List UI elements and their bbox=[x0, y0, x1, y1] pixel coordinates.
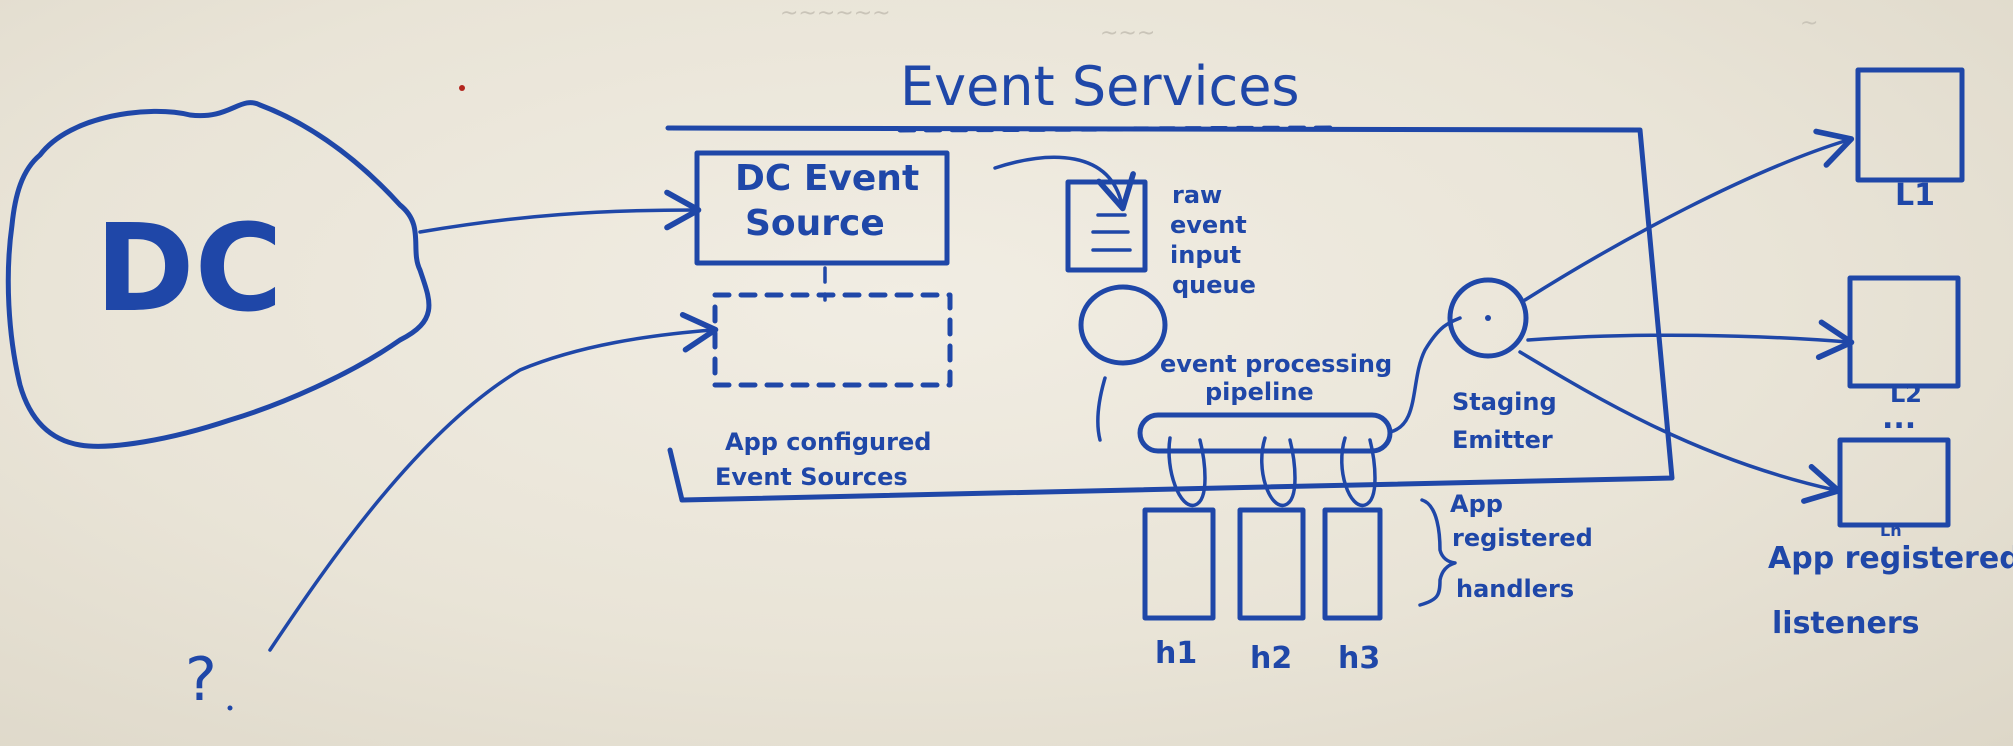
handler-box-1 bbox=[1142, 507, 1216, 621]
listeners-line2: listeners bbox=[1772, 606, 1919, 641]
unknown-source-label: ? bbox=[185, 645, 217, 715]
pipeline-inlet bbox=[1096, 376, 1107, 442]
dc-event-source-line1: DC Event bbox=[735, 158, 919, 199]
queue-lines bbox=[1091, 213, 1132, 252]
handlers-brace bbox=[1418, 498, 1457, 607]
staging-emitter-circle bbox=[1447, 277, 1529, 359]
ghost-writing: ~~~~~~ bbox=[780, 1, 891, 26]
queue-icon bbox=[1065, 179, 1148, 273]
emitter-to-ln-arrow bbox=[1518, 350, 1842, 504]
processing-node-circle bbox=[1078, 284, 1168, 366]
handler-box-2 bbox=[1237, 507, 1306, 621]
app-configured-line2: Event Sources bbox=[715, 463, 908, 491]
handler-loop-1 bbox=[1167, 436, 1207, 507]
handlers-line2: registered bbox=[1452, 524, 1593, 552]
diagram-title: Event Services bbox=[900, 55, 1300, 118]
app-configured-source-box bbox=[712, 292, 953, 388]
handler-label-2: h2 bbox=[1250, 641, 1292, 676]
listener-box-ln bbox=[1837, 437, 1951, 528]
listeners-line1: App registered bbox=[1768, 541, 2013, 576]
event-services-box bbox=[665, 125, 1675, 503]
listener-box-l2 bbox=[1847, 275, 1961, 389]
queue-line1: raw bbox=[1172, 181, 1222, 209]
to-queue-arrow bbox=[993, 155, 1136, 212]
pipeline-to-emitter bbox=[1388, 316, 1462, 434]
handlers-line1: App bbox=[1450, 490, 1503, 518]
staging-line2: Emitter bbox=[1452, 426, 1553, 454]
ghost-writing: ~ bbox=[1800, 11, 1818, 36]
red-dot bbox=[459, 85, 465, 91]
pipeline-tube bbox=[1137, 412, 1393, 454]
handler-loop-3 bbox=[1340, 436, 1377, 507]
listener-label-l1: L1 bbox=[1895, 178, 1935, 213]
handler-loop-2 bbox=[1260, 436, 1297, 507]
queue-line2: event bbox=[1170, 211, 1247, 239]
staging-emitter-dot bbox=[1485, 315, 1491, 321]
listener-box-l1 bbox=[1855, 67, 1965, 183]
app-configured-line1: App configured bbox=[725, 428, 931, 456]
listener-label-ln: Ln bbox=[1880, 521, 1902, 540]
handlers-line3: handlers bbox=[1456, 575, 1574, 603]
pipeline-line1: event processing bbox=[1160, 350, 1392, 378]
handler-box-3 bbox=[1322, 507, 1383, 621]
queue-line4: queue bbox=[1172, 271, 1256, 299]
handler-label-1: h1 bbox=[1155, 636, 1197, 671]
dc-event-source-line2: Source bbox=[745, 203, 885, 244]
ghost-writing: ~~~ bbox=[1100, 21, 1155, 46]
dc-label: DC bbox=[95, 200, 283, 339]
dc-cloud-shape bbox=[5, 100, 432, 449]
staging-line1: Staging bbox=[1452, 388, 1557, 416]
emitter-to-l1-arrow bbox=[1523, 128, 1855, 302]
dc-to-source-arrow bbox=[418, 189, 702, 234]
listener-ellipsis: ... bbox=[1882, 401, 1916, 436]
queue-line3: input bbox=[1170, 241, 1241, 269]
listener-label-l2: L2 bbox=[1890, 380, 1922, 408]
unknown-to-source-arrow bbox=[268, 312, 719, 652]
emitter-to-l2-arrow bbox=[1526, 319, 1855, 361]
handler-label-3: h3 bbox=[1338, 641, 1380, 676]
pipeline-line2: pipeline bbox=[1205, 378, 1314, 406]
question-dot bbox=[227, 705, 233, 711]
